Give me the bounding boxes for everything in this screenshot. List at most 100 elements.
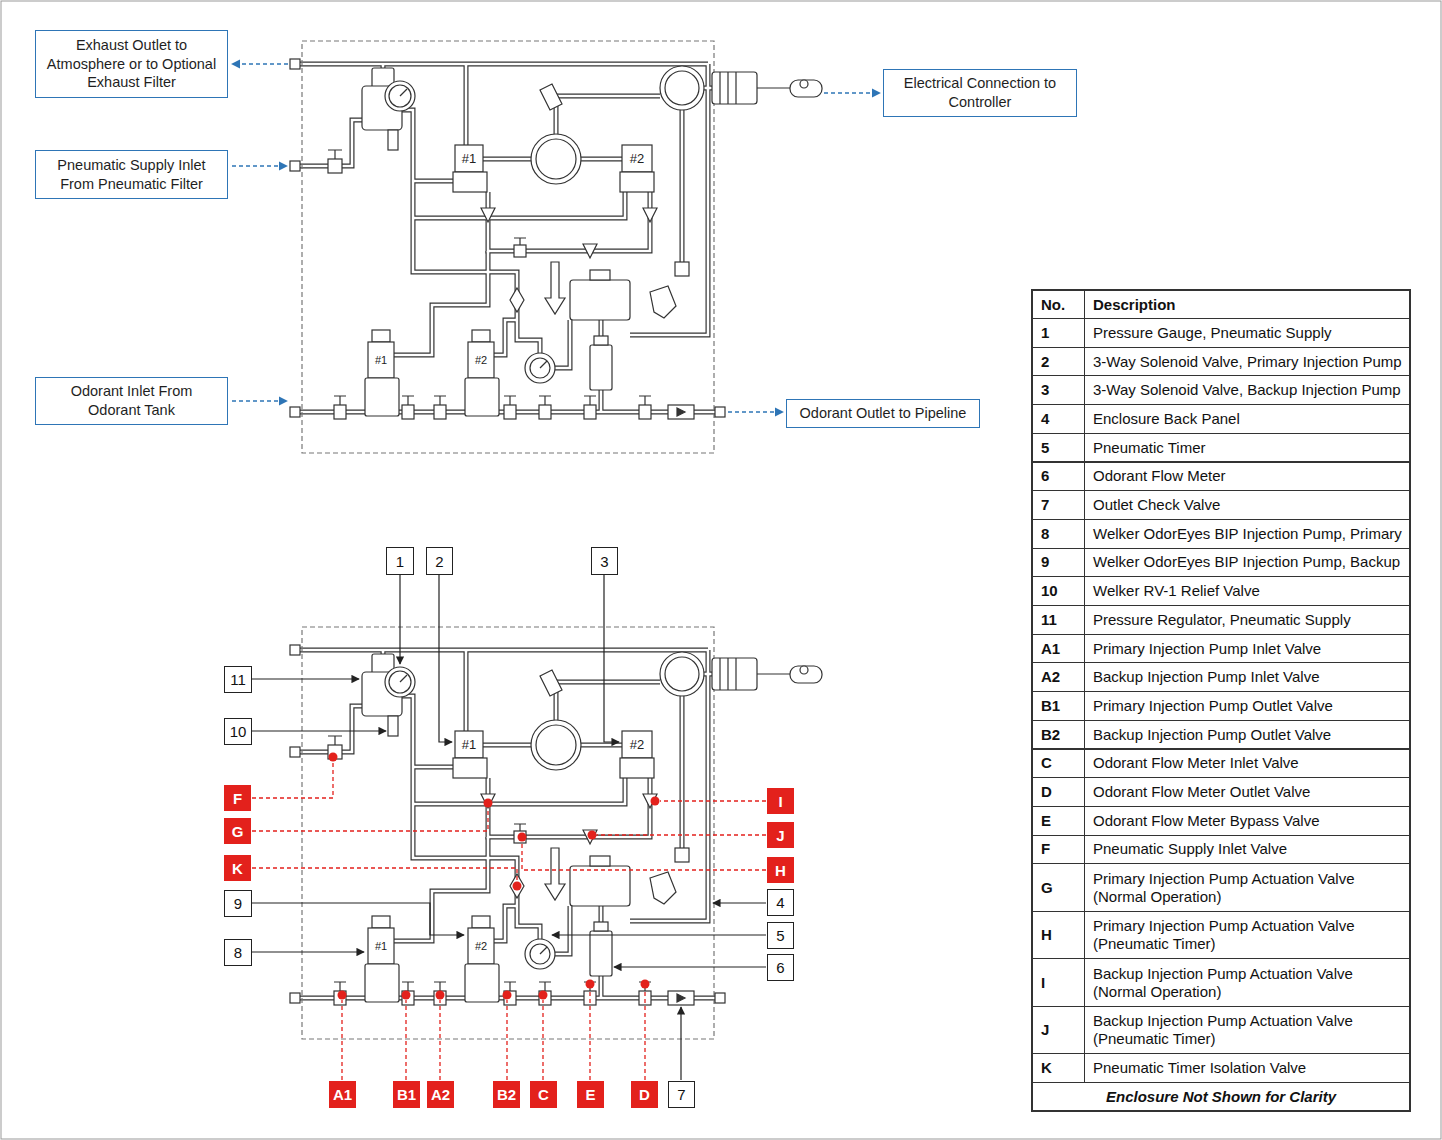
table-cell-text: Primary Injection Pump Actuation Valve (… xyxy=(1093,917,1401,953)
table-cell-text: A1 xyxy=(1041,640,1060,658)
table-cell-text: I xyxy=(1041,974,1045,992)
table-cell-text: D xyxy=(1041,783,1052,801)
valve-letter: D xyxy=(639,1086,650,1103)
table-cell: Backup Injection Pump Inlet Valve xyxy=(1084,662,1410,692)
port-box: Electrical Connection to Controller xyxy=(883,69,1077,117)
table-cell: 6 xyxy=(1032,462,1085,492)
table-cell: Pneumatic Supply Inlet Valve xyxy=(1084,835,1410,865)
table-cell-text: 5 xyxy=(1041,439,1049,457)
part-tag: #1 xyxy=(368,345,394,375)
valve-callout: B1 xyxy=(393,1081,420,1108)
table-cell: Welker OdorEyes BIP Injection Pump, Back… xyxy=(1084,548,1410,578)
table-cell-text: Odorant Flow Meter Inlet Valve xyxy=(1093,754,1299,772)
table-cell-text: 11 xyxy=(1041,611,1057,629)
table-cell: Primary Injection Pump Outlet Valve xyxy=(1084,691,1410,721)
callout-text: 11 xyxy=(230,671,246,688)
table-cell-text: Odorant Flow Meter xyxy=(1093,467,1226,485)
table-cell: 5 xyxy=(1032,433,1085,463)
table-cell: Enclosure Back Panel xyxy=(1084,404,1410,434)
valve-letter: F xyxy=(233,790,242,807)
callout-number: 11 xyxy=(224,666,252,693)
table-cell-text: Pneumatic Timer xyxy=(1093,439,1206,457)
valve-letter: E xyxy=(585,1086,595,1103)
table-cell-text: Welker RV-1 Relief Valve xyxy=(1093,582,1260,600)
port-label: Odorant Outlet to Pipeline xyxy=(800,404,967,423)
callout-text: 8 xyxy=(234,944,242,961)
port-box: Odorant Inlet From Odorant Tank xyxy=(35,377,228,425)
callout-number: 6 xyxy=(767,954,794,981)
callout-text: 6 xyxy=(776,959,784,976)
port-label: Pneumatic Supply Inlet From Pneumatic Fi… xyxy=(44,156,219,194)
callout-text: 9 xyxy=(234,895,242,912)
table-cell: Backup Injection Pump Actuation Valve (N… xyxy=(1084,958,1410,1007)
table-cell-text: Welker OdorEyes BIP Injection Pump, Prim… xyxy=(1093,525,1402,543)
table-cell-text: 2 xyxy=(1041,353,1049,371)
table-cell-text: A2 xyxy=(1041,668,1060,686)
table-cell-text: 4 xyxy=(1041,410,1049,428)
table-cell: 11 xyxy=(1032,605,1085,635)
table-cell-text: B1 xyxy=(1041,697,1060,715)
port-box: Pneumatic Supply Inlet From Pneumatic Fi… xyxy=(35,150,228,199)
table-cell-text: Pressure Gauge, Pneumatic Supply xyxy=(1093,324,1331,342)
table-cell: F xyxy=(1032,835,1085,865)
table-cell: Primary Injection Pump Actuation Valve (… xyxy=(1084,911,1410,960)
callout-number: 10 xyxy=(224,718,252,745)
callout-text: 2 xyxy=(435,553,443,570)
table-cell-text: Enclosure Back Panel xyxy=(1093,410,1240,428)
valve-callout: A1 xyxy=(329,1081,356,1108)
valve-letter: K xyxy=(232,860,243,877)
callout-number: 4 xyxy=(767,889,794,916)
valve-callout: B2 xyxy=(493,1081,520,1108)
table-cell: G xyxy=(1032,863,1085,912)
valve-callout: J xyxy=(767,822,794,848)
table-cell-text: 8 xyxy=(1041,525,1049,543)
table-cell: Outlet Check Valve xyxy=(1084,490,1410,520)
valve-letter: I xyxy=(778,793,782,810)
part-tag: #2 xyxy=(622,145,652,172)
table-cell-text: Backup Injection Pump Inlet Valve xyxy=(1093,668,1320,686)
part-tag: #1 xyxy=(455,731,483,758)
table-cell: 3-Way Solenoid Valve, Primary Injection … xyxy=(1084,347,1410,377)
valve-callout: F xyxy=(224,785,251,811)
valve-letter: C xyxy=(538,1086,549,1103)
table-cell-text: 3-Way Solenoid Valve, Primary Injection … xyxy=(1093,353,1402,371)
table-cell: Backup Injection Pump Outlet Valve xyxy=(1084,720,1410,750)
table-cell-text: Primary Injection Pump Outlet Valve xyxy=(1093,697,1333,715)
table-cell: No. xyxy=(1032,290,1085,319)
valve-callout: G xyxy=(224,818,251,844)
callout-text: 10 xyxy=(230,723,247,740)
valve-letter: H xyxy=(775,862,786,879)
port-box: Exhaust Outlet to Atmosphere or to Optio… xyxy=(35,30,228,98)
table-cell: Primary Injection Pump Inlet Valve xyxy=(1084,634,1410,664)
port-label: Electrical Connection to Controller xyxy=(892,74,1068,112)
part-tag: #1 xyxy=(455,145,483,172)
table-cell-text: Enclosure Not Shown for Clarity xyxy=(1106,1088,1336,1106)
table-cell: Odorant Flow Meter Inlet Valve xyxy=(1084,749,1410,779)
table-cell: 8 xyxy=(1032,519,1085,549)
table-cell: I xyxy=(1032,958,1085,1007)
table-cell: Odorant Flow Meter xyxy=(1084,462,1410,492)
table-cell: 4 xyxy=(1032,404,1085,434)
valve-callout: I xyxy=(767,788,794,814)
valve-callout: H xyxy=(767,857,794,883)
table-cell-text: Pneumatic Supply Inlet Valve xyxy=(1093,840,1287,858)
callout-number: 5 xyxy=(767,922,794,949)
callout-number: 3 xyxy=(591,547,618,575)
valve-letter: J xyxy=(776,827,784,844)
table-cell-text: 9 xyxy=(1041,553,1049,571)
table-cell-text: G xyxy=(1041,879,1053,897)
port-leaders xyxy=(232,64,880,412)
table-cell: 7 xyxy=(1032,490,1085,520)
callout-text: 3 xyxy=(600,553,608,570)
table-cell-text: Odorant Flow Meter Bypass Valve xyxy=(1093,812,1319,830)
table-cell-text: Primary Injection Pump Actuation Valve (… xyxy=(1093,870,1401,906)
port-label: Exhaust Outlet to Atmosphere or to Optio… xyxy=(44,36,219,93)
valve-letter: B2 xyxy=(497,1086,516,1103)
table-cell: 10 xyxy=(1032,576,1085,606)
valve-callout: D xyxy=(631,1081,658,1108)
callout-number: 2 xyxy=(426,547,453,575)
table-cell-text: 7 xyxy=(1041,496,1049,514)
table-cell: B2 xyxy=(1032,720,1085,750)
table-cell: Odorant Flow Meter Outlet Valve xyxy=(1084,777,1410,807)
